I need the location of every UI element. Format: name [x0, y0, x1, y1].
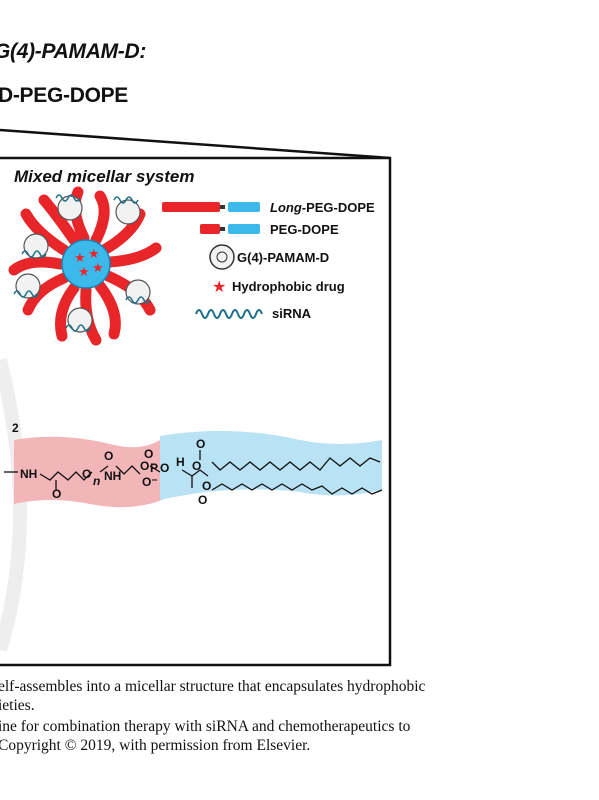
background-arc: [0, 358, 27, 653]
micelle: ★ ★ ★ ★: [8, 186, 162, 346]
legend-drug: ★ Hydrophobic drug: [212, 277, 345, 296]
caption-line-4: Copyright © 2019, with permission from E…: [0, 737, 311, 754]
legend-dendrimer: G(4)-PAMAM-D: [209, 244, 329, 270]
ester-o-top: O: [196, 437, 205, 451]
svg-text:★: ★: [88, 247, 100, 262]
legend-sirna-label: siRNA: [272, 306, 312, 321]
peg-dope-structure: 2 NH O O n O NH O O P O O⁻ H O O O O: [4, 421, 383, 508]
mixed-micelle-diagram: Mixed micellar system: [0, 128, 392, 667]
legend-long-peg-dope: Long-PEG-DOPE: [162, 200, 375, 215]
caption-line-2: ieties.: [0, 697, 35, 714]
nh-left: NH: [20, 467, 37, 481]
dope-band: [160, 430, 382, 500]
ester-o-1: O: [192, 459, 201, 473]
sirna-icon: [195, 309, 263, 319]
svg-text:Long-PEG-DOPE: Long-PEG-DOPE: [270, 200, 375, 215]
nh-right: NH: [104, 469, 121, 483]
legend-long-prefix: Long: [270, 200, 302, 215]
drug-star-icon: ★: [212, 277, 226, 296]
ester-o-2: O: [202, 479, 211, 493]
legend: Long-PEG-DOPE PEG-DOPE G(4)-PAMAM-D ★ Hy…: [162, 200, 375, 321]
drug-stars: ★ ★ ★ ★: [74, 247, 104, 280]
phosphate-o-minus: O⁻: [142, 475, 158, 489]
svg-text:★: ★: [74, 251, 86, 266]
svg-text:★: ★: [78, 265, 90, 280]
ester-o-bottom: O: [198, 493, 207, 507]
caption-line-3: ine for combination therapy with siRNA a…: [0, 718, 411, 735]
ether-o: O: [82, 467, 91, 481]
perspective-line-top: [0, 128, 391, 160]
legend-peg-dope-label: PEG-DOPE: [270, 222, 339, 237]
figure-title-line2: D-PEG-DOPE: [0, 84, 129, 107]
figure-title-line1: G(4)-PAMAM-D:: [0, 40, 147, 63]
chiral-h: H: [176, 455, 185, 469]
dendrimer-icon: [209, 244, 235, 270]
repeat-n: n: [93, 474, 100, 488]
legend-sirna: siRNA: [195, 306, 312, 321]
caption-line-1: elf-assembles into a micellar structure …: [0, 678, 426, 695]
carbonyl-o-1: O: [52, 487, 61, 501]
legend-long-suffix: -PEG-DOPE: [302, 200, 375, 215]
legend-peg-dope: PEG-DOPE: [200, 222, 339, 237]
peg-band: [14, 436, 162, 508]
phosphorus: P: [150, 461, 158, 475]
legend-drug-label: Hydrophobic drug: [232, 279, 345, 294]
svg-text:★: ★: [92, 261, 104, 276]
bonds: [4, 450, 383, 495]
legend-dendrimer-label: G(4)-PAMAM-D: [237, 250, 329, 265]
carbonyl-o-2: O: [104, 449, 113, 463]
sirna-coils: [13, 194, 151, 332]
panel-frame: [0, 156, 392, 667]
dendrimer-spheres: [15, 195, 151, 333]
panel-heading: Mixed micellar system: [14, 167, 194, 186]
micelle-core: [61, 239, 111, 289]
subscript-2: 2: [12, 421, 19, 435]
phosphate-o-top: O: [144, 447, 153, 461]
phosphate-o-1: O: [140, 459, 149, 473]
phosphate-o-2: O: [160, 461, 169, 475]
